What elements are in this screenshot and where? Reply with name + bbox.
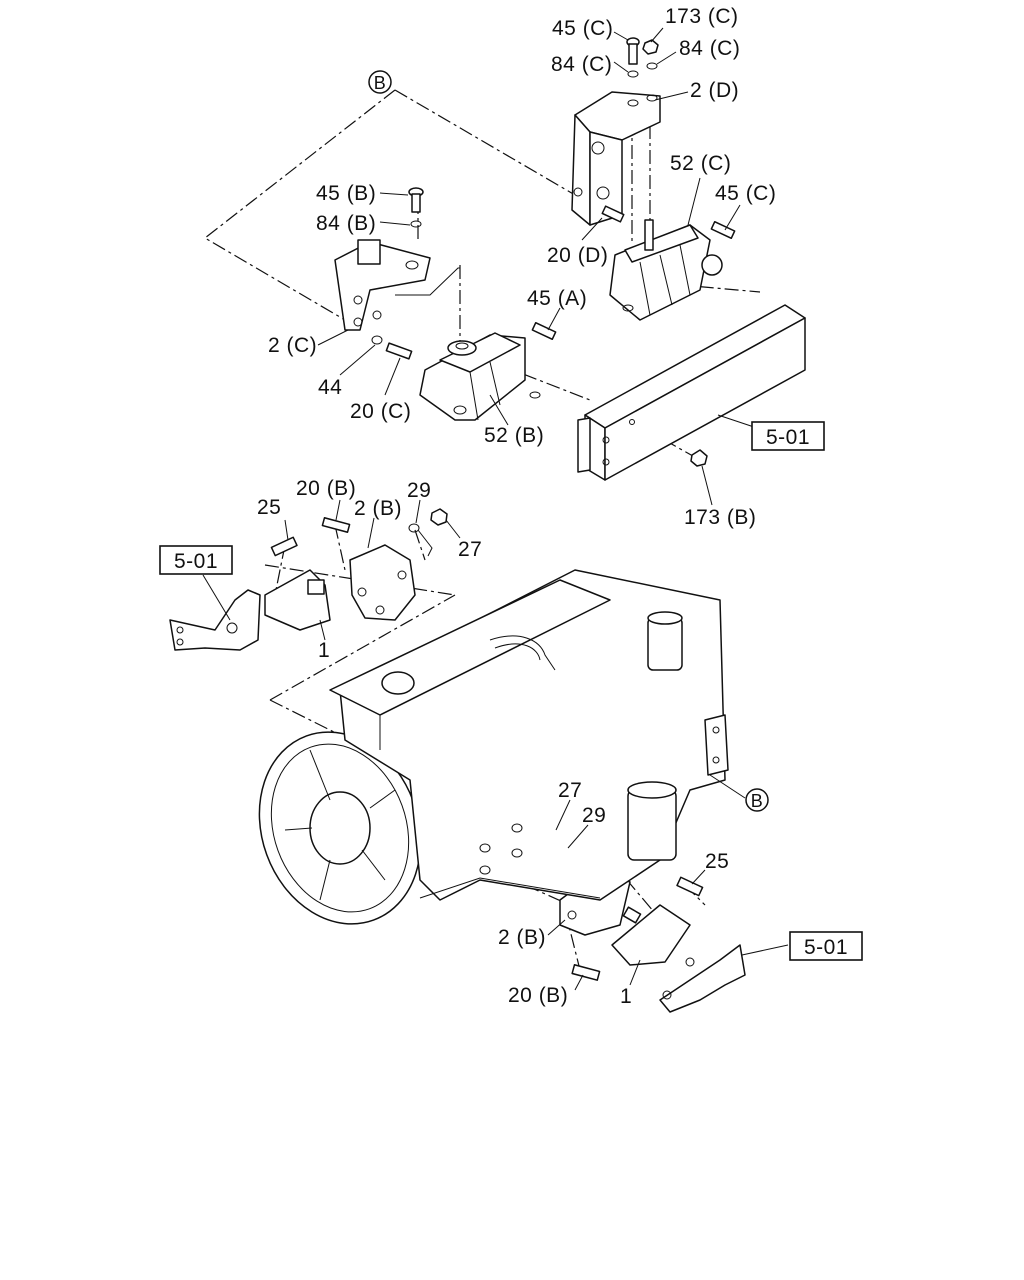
label-20d: 20 (D) bbox=[547, 244, 608, 267]
svg-text:B: B bbox=[751, 791, 764, 811]
label-52c: 52 (C) bbox=[670, 152, 731, 175]
svg-text:5-01: 5-01 bbox=[766, 426, 810, 449]
right-mount-group bbox=[559, 869, 746, 1013]
bracket-2d bbox=[571, 91, 661, 226]
label-45a: 45 (A) bbox=[527, 287, 587, 310]
mount-52c bbox=[609, 219, 723, 321]
label-2d: 2 (D) bbox=[690, 79, 739, 102]
callout-b-right: B bbox=[745, 788, 769, 812]
ref-box-right: 5-01 bbox=[789, 931, 863, 961]
callout-b-top: B bbox=[368, 70, 392, 94]
leader-lines bbox=[202, 27, 789, 991]
label-20b-bot: 20 (B) bbox=[508, 984, 568, 1007]
label-84b: 84 (B) bbox=[316, 212, 376, 235]
label-20b-top: 20 (B) bbox=[296, 477, 356, 500]
label-25-top: 25 bbox=[257, 496, 281, 519]
bracket-2c bbox=[334, 239, 431, 331]
label-2b-bot: 2 (B) bbox=[498, 926, 546, 949]
mount-52b bbox=[419, 332, 541, 421]
label-173c: 173 (C) bbox=[665, 5, 739, 28]
label-84c-left: 84 (C) bbox=[551, 53, 612, 76]
label-1-top: 1 bbox=[318, 639, 330, 662]
label-2b-top: 2 (B) bbox=[354, 497, 402, 520]
label-1-bot: 1 bbox=[620, 985, 632, 1008]
frame-rail bbox=[577, 304, 806, 481]
svg-text:5-01: 5-01 bbox=[174, 550, 218, 573]
label-173b: 173 (B) bbox=[684, 506, 756, 529]
svg-text:B: B bbox=[374, 73, 387, 93]
label-45b: 45 (B) bbox=[316, 182, 376, 205]
part-labels: 45 (C) 173 (C) 84 (C) 84 (C) 2 (D) 52 (C… bbox=[257, 5, 776, 1008]
svg-text:5-01: 5-01 bbox=[804, 936, 848, 959]
label-25-bot: 25 bbox=[705, 850, 729, 873]
label-52b: 52 (B) bbox=[484, 424, 544, 447]
label-45c-right: 45 (C) bbox=[715, 182, 776, 205]
left-mount-group bbox=[169, 544, 416, 651]
label-29-top: 29 bbox=[407, 479, 431, 502]
label-84c-right: 84 (C) bbox=[679, 37, 740, 60]
ref-box-left: 5-01 bbox=[159, 545, 233, 575]
label-29-bot: 29 bbox=[582, 804, 606, 827]
label-44: 44 bbox=[318, 376, 342, 399]
label-45c-top: 45 (C) bbox=[552, 17, 613, 40]
label-27-top: 27 bbox=[458, 538, 482, 561]
engine bbox=[258, 569, 729, 925]
label-27-bot: 27 bbox=[558, 779, 582, 802]
label-20c: 20 (C) bbox=[350, 400, 411, 423]
ref-box-frame: 5-01 bbox=[751, 421, 825, 451]
label-2c: 2 (C) bbox=[268, 334, 317, 357]
